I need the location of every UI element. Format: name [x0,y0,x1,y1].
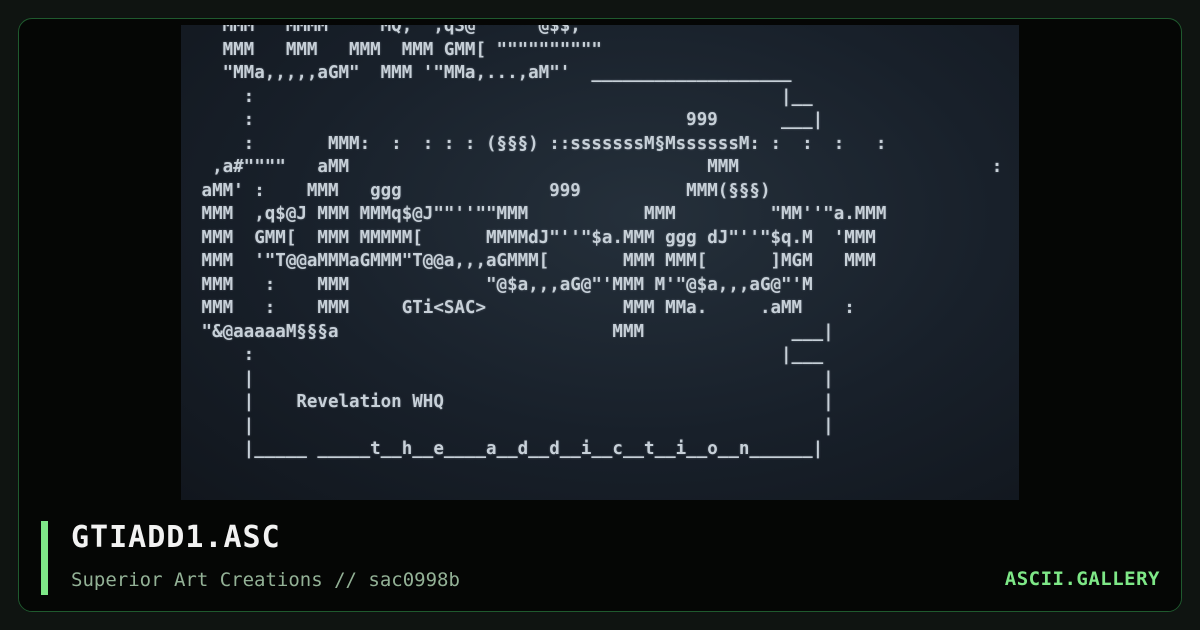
accent-bar [41,521,48,595]
ascii-art-text: "MMM" MMMM"""""MQ, ,qS@""""""@$$, MMM MM… [201,25,1003,459]
artwork-title: GTIADD1.ASC [71,520,281,555]
ascii-art-preview: "MMM" MMMM"""""MQ, ,qS@""""""@$$, MMM MM… [181,25,1019,500]
card-frame: "MMM" MMMM"""""MQ, ,qS@""""""@$$, MMM MM… [18,18,1182,612]
card-footer: GTIADD1.ASC Superior Art Creations // sa… [19,500,1181,611]
artwork-subtitle: Superior Art Creations // sac0998b [71,569,460,591]
site-brand[interactable]: ASCII.GALLERY [1004,568,1160,590]
